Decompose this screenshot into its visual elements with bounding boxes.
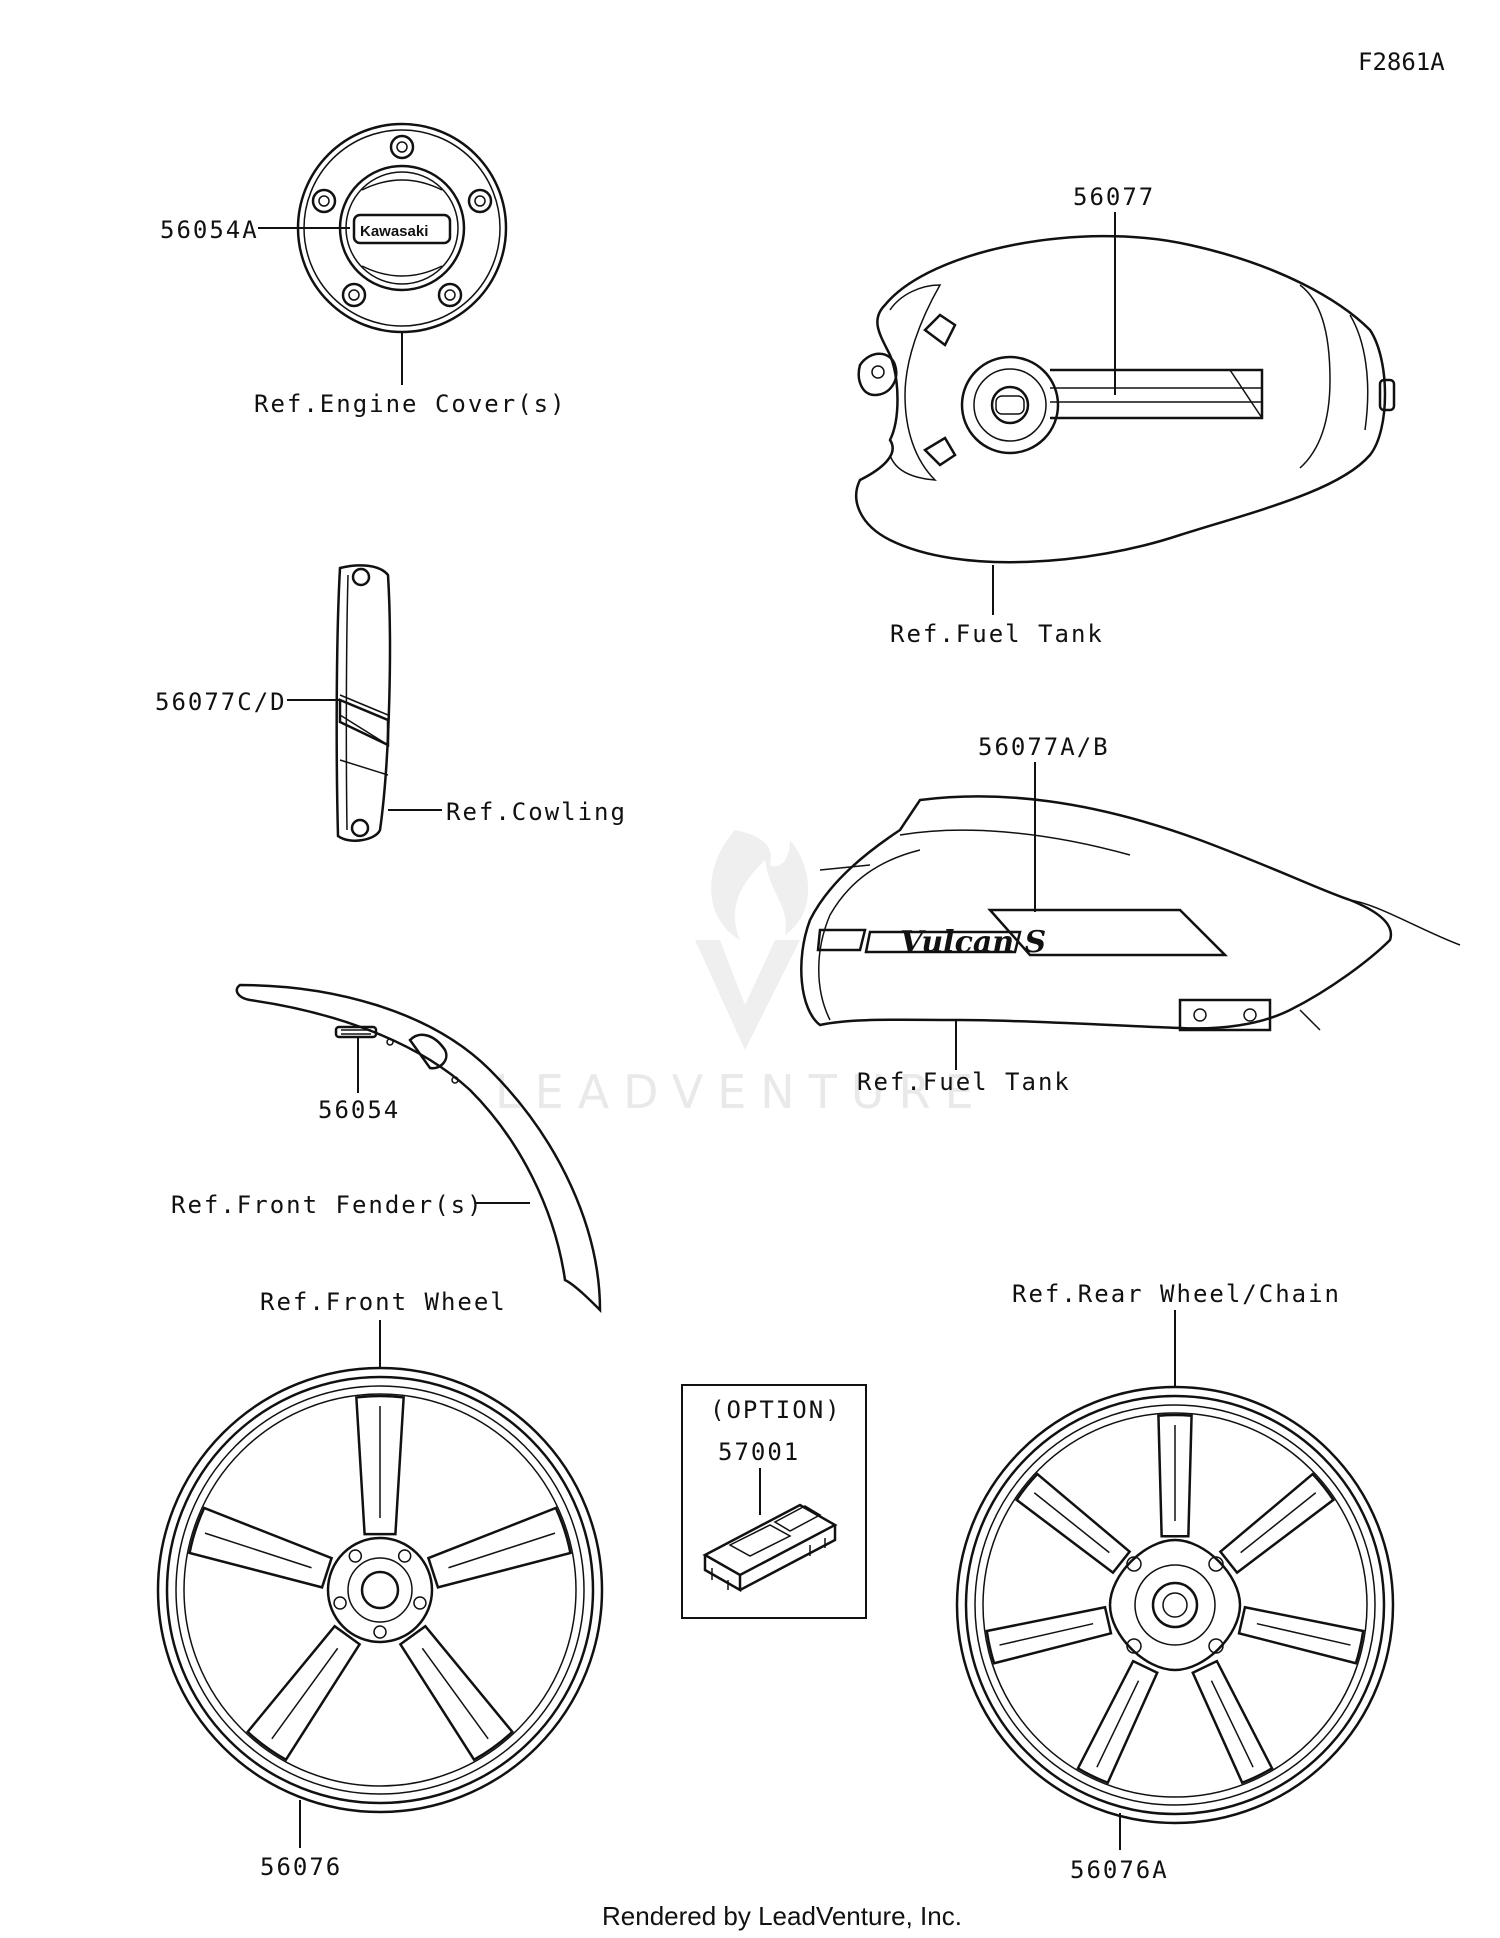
part-56076-label[interactable]: 56076 [260,1853,342,1881]
ref-engine-cover-label: Ref.Engine Cover(s) [254,390,567,418]
footer-credit: Rendered by LeadVenture, Inc. [602,1901,962,1931]
rear-wheel-spokes [985,1413,1365,1785]
diagram-code: F2861A [1358,48,1445,76]
ref-rear-wheel-label: Ref.Rear Wheel/Chain [1012,1280,1341,1308]
ref-cowling-label: Ref.Cowling [446,798,627,826]
ref-front-wheel-label: Ref.Front Wheel [260,1288,507,1316]
part-56054A-label[interactable]: 56054A [160,216,259,244]
front-wheel-bolts [333,1549,427,1639]
rear-wheel[interactable] [955,1385,1395,1825]
watermark: LEADVENTURE [495,830,988,1119]
part-56076A-label[interactable]: 56076A [1070,1856,1169,1884]
kawasaki-logo: Kawasaki [360,223,428,240]
watermark-text: LEADVENTURE [495,1065,988,1119]
fuel-tank-side-view[interactable]: Vulcan S [800,795,1461,1032]
front-wheel[interactable] [156,1366,604,1814]
cowling-panel[interactable] [335,564,392,842]
leadventure-logo-icon [695,830,809,1050]
front-fender[interactable] [235,983,602,1314]
ref-fuel-tank-top-label: Ref.Fuel Tank [890,620,1104,648]
part-57001-label[interactable]: 57001 [718,1438,800,1466]
rear-wheel-bolts [1126,1556,1224,1654]
option-title: (OPTION) [710,1396,842,1424]
vulcan-s-logo: Vulcan S [900,925,1046,960]
part-56054-label[interactable]: 56054 [318,1096,400,1124]
ref-fuel-tank-side-label: Ref.Fuel Tank [857,1068,1071,1096]
part-56077AB-label[interactable]: 56077A/B [978,733,1110,761]
front-wheel-spokes [188,1394,572,1762]
part-56077-label[interactable]: 56077 [1073,183,1155,211]
clip-tool-icon [702,1503,838,1593]
part-56077CD-label[interactable]: 56077C/D [155,688,287,716]
option-box[interactable]: (OPTION) 57001 [681,1384,867,1619]
ref-front-fender-label: Ref.Front Fender(s) [171,1191,484,1219]
fuel-tank-top-view[interactable] [855,234,1396,564]
